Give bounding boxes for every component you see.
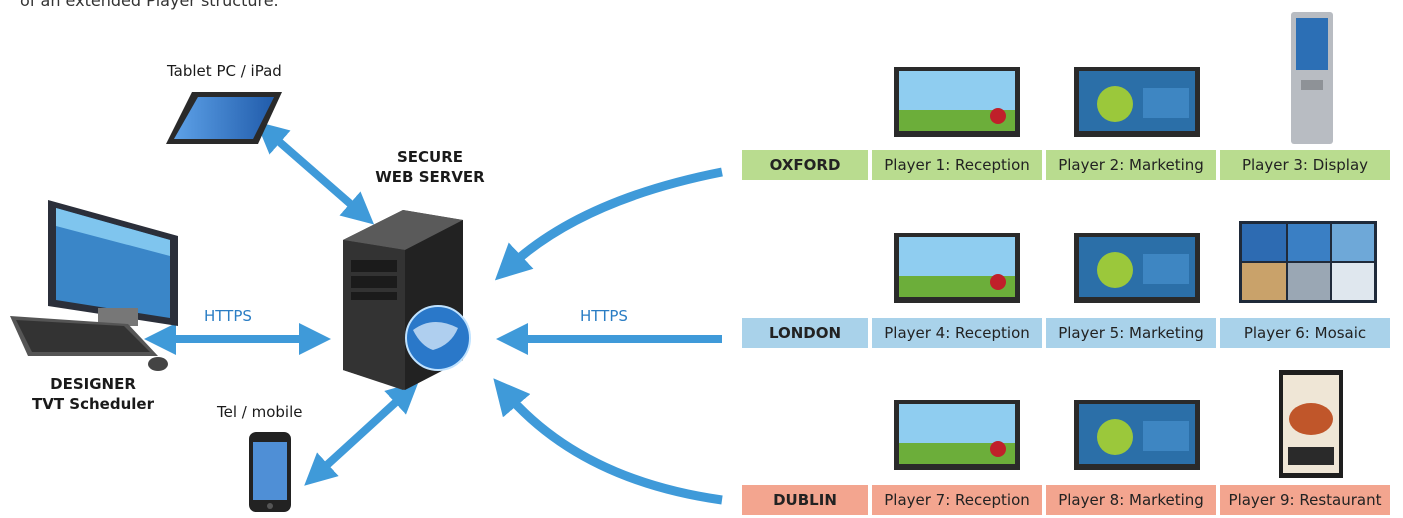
server-label-line2: WEB SERVER <box>375 168 485 186</box>
player7-screen-icon <box>894 400 1020 470</box>
oxford-row: OXFORD Player 1: Reception Player 2: Mar… <box>742 150 1390 180</box>
https-left-label: HTTPS <box>204 307 252 325</box>
tablet-label: Tablet PC / iPad <box>167 62 282 80</box>
player-6-label: Player 6: Mosaic <box>1220 318 1390 348</box>
dublin-server-arrow <box>493 378 723 505</box>
player8-screen-icon <box>1074 400 1200 470</box>
designer-workstation-icon <box>10 200 178 371</box>
player6-mosaic-icon <box>1239 221 1377 303</box>
player5-screen-icon <box>1074 233 1200 303</box>
mobile-label: Tel / mobile <box>217 403 303 421</box>
tablet-icon <box>166 92 282 144</box>
player-9-label: Player 9: Restaurant <box>1220 485 1390 515</box>
player-5-label: Player 5: Marketing <box>1046 318 1216 348</box>
designer-label-line1: DESIGNER <box>50 375 136 393</box>
tablet-server-arrow <box>255 121 375 225</box>
location-london: LONDON <box>742 318 868 348</box>
player1-screen-icon <box>894 67 1020 137</box>
player2-screen-icon <box>1074 67 1200 137</box>
player9-restaurant-icon <box>1279 370 1343 478</box>
location-oxford: OXFORD <box>742 150 868 180</box>
player-7-label: Player 7: Reception <box>872 485 1042 515</box>
top-caption: of an extended Player structure. <box>20 0 279 10</box>
server-label-line1: SECURE <box>396 148 464 166</box>
dublin-row: DUBLIN Player 7: Reception Player 8: Mar… <box>742 485 1390 515</box>
player-2-label: Player 2: Marketing <box>1046 150 1216 180</box>
london-row: LONDON Player 4: Reception Player 5: Mar… <box>742 318 1390 348</box>
mobile-phone-icon <box>249 432 291 512</box>
oxford-server-arrow <box>494 167 723 281</box>
player-4-label: Player 4: Reception <box>872 318 1042 348</box>
player-3-label: Player 3: Display <box>1220 150 1390 180</box>
server-label: SECURE WEB SERVER <box>370 147 490 187</box>
server-tower-icon <box>343 210 471 390</box>
player3-kiosk-icon <box>1291 12 1333 144</box>
player4-screen-icon <box>894 233 1020 303</box>
location-dublin: DUBLIN <box>742 485 868 515</box>
player-1-label: Player 1: Reception <box>872 150 1042 180</box>
designer-label-line2: TVT Scheduler <box>32 395 154 413</box>
player-8-label: Player 8: Marketing <box>1046 485 1216 515</box>
designer-label: DESIGNER TVT Scheduler <box>18 374 168 414</box>
mobile-server-arrow <box>304 381 419 486</box>
https-right-label: HTTPS <box>580 307 628 325</box>
